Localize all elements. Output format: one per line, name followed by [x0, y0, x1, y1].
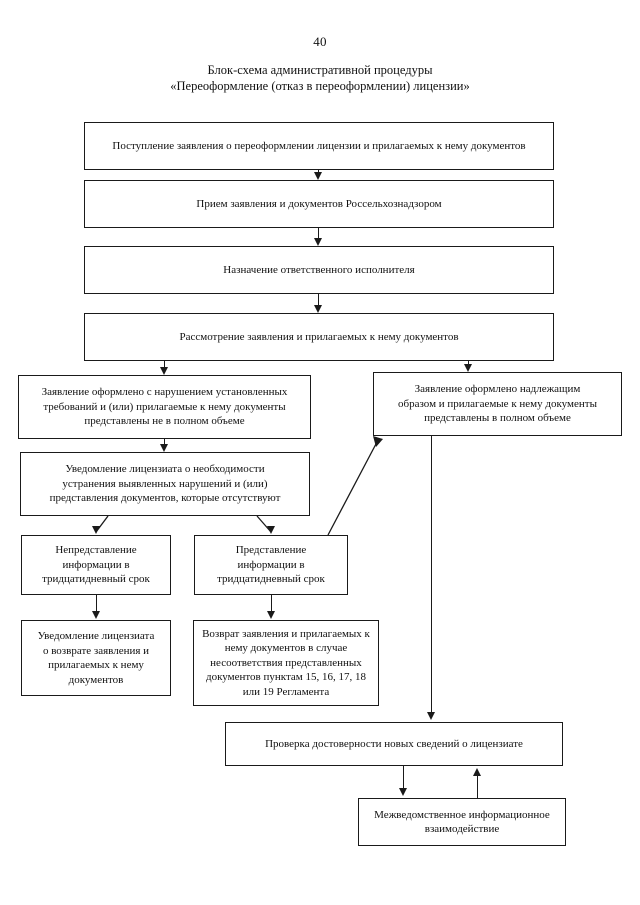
connector-n9-n11	[271, 595, 273, 613]
flow-node-assign-responsible: Назначение ответственного исполнителя	[84, 246, 554, 294]
flow-node-label-line: информации в	[62, 558, 130, 571]
arrowhead-n2-n3	[313, 238, 322, 246]
flow-node-application-improper: Заявление оформлено с нарушением установ…	[18, 375, 311, 439]
flow-node-label-line: информации в	[237, 558, 305, 571]
flow-node-label: Назначение ответственного исполнителя	[223, 263, 415, 276]
flow-node-label-line: образом и прилагаемые к нему документы	[398, 397, 597, 410]
connector-n3-n4	[318, 294, 320, 307]
arrowhead-n8-n10	[91, 611, 100, 619]
flow-node-label-line: о возврате заявления и	[42, 644, 150, 657]
flow-node-label-line: Уведомление лицензиата о необходимости	[65, 463, 265, 476]
flow-node-label-line: или 19 Регламента	[242, 685, 330, 698]
flow-node-label-line: Уведомление лицензиата	[37, 630, 155, 642]
flow-node-interagency-interaction: Межведомственное информационное взаимоде…	[358, 798, 566, 846]
connector-n13-n12	[477, 774, 479, 798]
arrowhead-n4-n6	[463, 364, 472, 372]
flow-node-label-line: Межведомственное информационное	[374, 808, 550, 821]
connector-n5-n7	[164, 439, 166, 446]
connector-n4-n5	[164, 361, 166, 369]
flow-node-label-line: взаимодействие	[424, 823, 500, 835]
flow-node-label-line: несоответствия представленных	[210, 656, 362, 669]
flow-node-label: Рассмотрение заявления и прилагаемых к н…	[179, 330, 459, 343]
diagram-title-line-2: «Переоформление (отказ в переоформлении)…	[170, 79, 470, 93]
flow-node-label-line: Непредставление	[55, 544, 137, 557]
flow-node-label-line: документов пунктам 15, 16, 17, 18	[206, 671, 366, 684]
flow-node-label: Проверка достоверности новых сведений о …	[265, 737, 523, 750]
arrowhead-n7-n9	[266, 526, 275, 534]
flow-node-no-information-provided: Непредставление информации в тридцатидне…	[21, 535, 171, 595]
connector-n2-n3	[318, 228, 320, 240]
flow-node-label-line: нему документов в случае	[224, 642, 348, 655]
flow-node-label-line: требований и (или) прилагаемые к нему до…	[43, 400, 286, 413]
flow-node-label-line: тридцатидневный срок	[217, 573, 325, 586]
arrowhead-n12-n13	[398, 788, 407, 796]
flow-node-label-line: представлены в полном объеме	[424, 412, 571, 425]
flow-node-label-line: Заявление оформлено с нарушением установ…	[41, 386, 288, 399]
flow-node-label-line: тридцатидневный срок	[42, 573, 150, 586]
arrowhead-n9-n11	[266, 611, 275, 619]
flow-node-notify-licensee-corrections: Уведомление лицензиата о необходимости у…	[20, 452, 310, 516]
flow-node-label: Прием заявления и документов Россельхозн…	[196, 197, 442, 210]
connector-n6-n12	[431, 436, 433, 714]
flow-node-label-line: документов	[68, 673, 124, 686]
arrowhead-n6-n12	[426, 712, 435, 720]
flow-node-label: Поступление заявления о переоформлении л…	[112, 139, 526, 152]
arrowhead-n7-n8	[91, 526, 100, 534]
flow-node-label-line: прилагаемых к нему	[48, 659, 144, 671]
connector-n12-n13	[403, 766, 405, 790]
flow-node-incoming-application: Поступление заявления о переоформлении л…	[84, 122, 554, 170]
flow-node-notify-licensee-return: Уведомление лицензиата о возврате заявле…	[21, 620, 171, 696]
flow-node-label-line: Заявление оформлено надлежащим	[414, 383, 581, 396]
arrowhead-n5-n7	[159, 444, 168, 452]
arrowhead-n13-n12	[472, 768, 481, 776]
arrowhead-n3-n4	[313, 305, 322, 313]
connector-n9-n6	[327, 436, 383, 536]
page-number: 40	[313, 34, 327, 49]
flow-node-application-proper: Заявление оформлено надлежащим образом и…	[373, 372, 622, 436]
flow-node-application-acceptance: Прием заявления и документов Россельхозн…	[84, 180, 554, 228]
flow-node-label-line: устранения выявленных нарушений и (или)	[62, 477, 268, 490]
flow-node-label-line: Возврат заявления и прилагаемых к	[202, 627, 370, 640]
flow-node-label-line: Представление	[235, 544, 307, 557]
flow-node-verify-new-data: Проверка достоверности новых сведений о …	[225, 722, 563, 766]
connector-n4-n6	[468, 361, 470, 366]
flow-node-label-line: представления документов, которые отсутс…	[49, 492, 281, 505]
arrowhead-n1-n2	[313, 172, 322, 180]
connector-n8-n10	[96, 595, 98, 613]
diagram-title-line-1: Блок-схема административной процедуры	[207, 63, 433, 77]
flow-node-information-provided: Представление информации в тридцатидневн…	[194, 535, 348, 595]
flow-node-review-application: Рассмотрение заявления и прилагаемых к н…	[84, 313, 554, 361]
diagram-title: Блок-схема административной процедуры «П…	[0, 62, 640, 94]
flow-node-return-application: Возврат заявления и прилагаемых к нему д…	[193, 620, 379, 706]
arrowhead-n4-n5	[159, 367, 168, 375]
flow-node-label-line: представлены не в полном объеме	[84, 415, 245, 428]
